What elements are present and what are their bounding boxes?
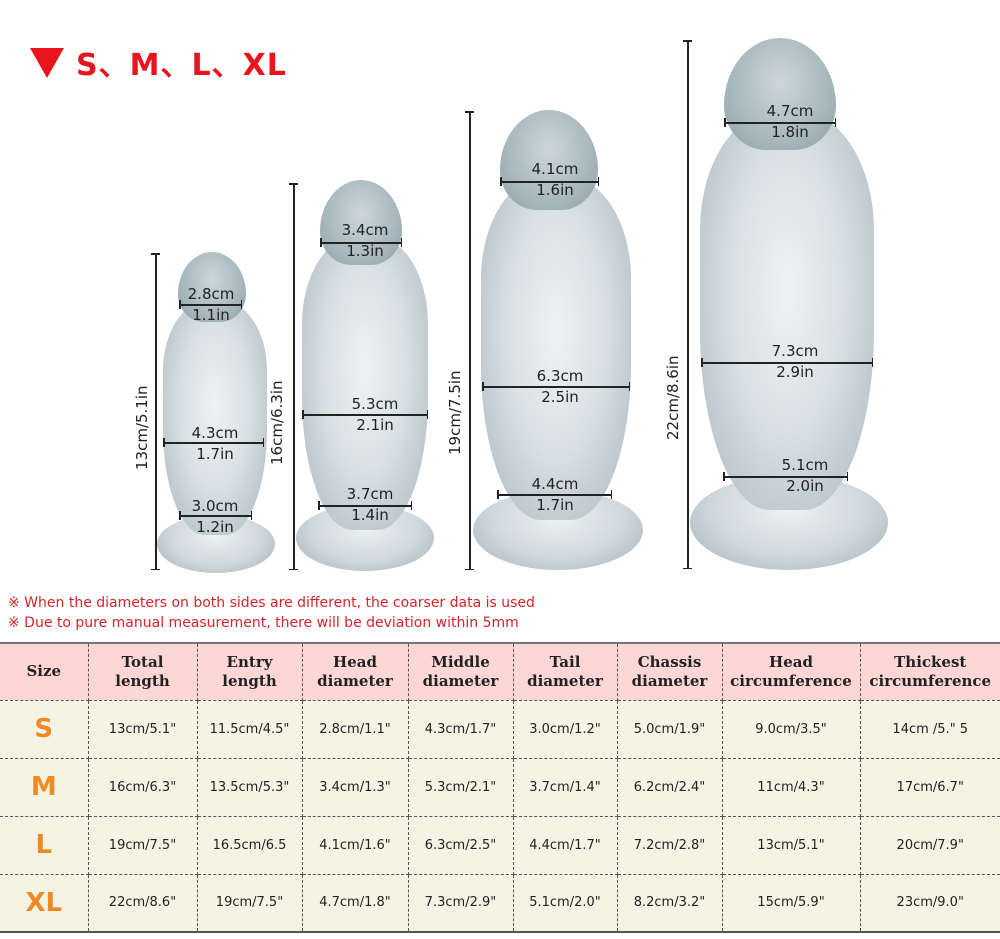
tail-diameter-cell: 4.4cm/1.7"	[513, 816, 618, 875]
middle-diameter-cell: 5.3cm/2.1"	[408, 758, 514, 817]
header-size: Size	[0, 643, 89, 701]
head-diameter-line	[320, 239, 402, 246]
chassis-diameter-cell: 6.2cm/2.4"	[617, 758, 723, 817]
middle-diameter-line	[302, 411, 428, 418]
table-row: S 13cm/5.1" 11.5cm/4.5" 2.8cm/1.1" 4.3cm…	[0, 700, 1000, 759]
tail-diameter-cell: 3.0cm/1.2"	[513, 700, 618, 759]
head-diameter-line	[724, 119, 836, 126]
product-body	[481, 175, 631, 520]
total-length-cell: 13cm/5.1"	[88, 700, 198, 759]
total-length-cell: 22cm/8.6"	[88, 874, 198, 933]
total-length-cell: 19cm/7.5"	[88, 816, 198, 875]
total-length-line	[684, 40, 691, 569]
size-title-text: S、M、L、XL	[76, 48, 287, 83]
chassis-diameter-cell: 5.0cm/1.9"	[617, 700, 723, 759]
head-circumference-cell: 11cm/4.3"	[722, 758, 861, 817]
table-row: L 19cm/7.5" 16.5cm/6.5 4.1cm/1.6" 6.3cm/…	[0, 816, 1000, 875]
product-head	[178, 252, 246, 322]
product-body	[302, 235, 428, 530]
entry-length-cell: 19cm/7.5"	[197, 874, 303, 933]
thickest-circumference-cell: 20cm/7.9"	[860, 816, 1000, 875]
total-length-label: 16cm/6.3in	[268, 380, 286, 465]
product-body	[163, 300, 267, 535]
total-length-line	[290, 183, 297, 570]
total-length-cell: 16cm/6.3"	[88, 758, 198, 817]
thickest-circumference-cell: 17cm/6.7"	[860, 758, 1000, 817]
middle-diameter-line	[701, 359, 873, 366]
total-length-label: 19cm/7.5in	[446, 370, 464, 455]
measurement-notes: ※ When the diameters on both sides are d…	[8, 593, 535, 633]
middle-diameter-line	[163, 439, 264, 446]
size-cell: XL	[0, 874, 89, 933]
product-head	[724, 38, 836, 150]
table-row: M 16cm/6.3" 13.5cm/5.3" 3.4cm/1.3" 5.3cm…	[0, 758, 1000, 817]
entry-length-cell: 11.5cm/4.5"	[197, 700, 303, 759]
size-cell: S	[0, 700, 89, 759]
middle-diameter-cell: 7.3cm/2.9"	[408, 874, 514, 933]
tail-diameter-cell: 5.1cm/2.0"	[513, 874, 618, 933]
tail-diameter-line	[497, 491, 612, 498]
chassis-diameter-cell: 8.2cm/3.2"	[617, 874, 723, 933]
thickest-circumference-cell: 14cm /5." 5	[860, 700, 1000, 759]
size-title: S、M、L、XL	[30, 42, 287, 83]
product-body	[700, 110, 874, 510]
head-circumference-cell: 9.0cm/3.5"	[722, 700, 861, 759]
chassis-diameter-cell: 7.2cm/2.8"	[617, 816, 723, 875]
total-length-line	[466, 111, 473, 570]
head-diameter-cell: 2.8cm/1.1"	[302, 700, 409, 759]
tail-diameter-line	[318, 502, 412, 509]
note-coarser-data: ※ When the diameters on both sides are d…	[8, 595, 535, 611]
red-down-triangle-icon	[30, 48, 64, 78]
head-circumference-cell: 13cm/5.1"	[722, 816, 861, 875]
product-head	[500, 110, 598, 210]
size-cell: M	[0, 758, 89, 817]
product-head	[320, 180, 402, 265]
middle-diameter-cell: 4.3cm/1.7"	[408, 700, 514, 759]
middle-diameter-line	[482, 383, 630, 390]
tail-diameter-line	[723, 473, 848, 480]
total-length-line	[152, 253, 159, 570]
entry-length-cell: 13.5cm/5.3"	[197, 758, 303, 817]
total-length-label: 22cm/8.6in	[664, 355, 682, 440]
total-length-label: 13cm/5.1in	[133, 385, 151, 470]
head-diameter-line	[500, 178, 599, 185]
thickest-circumference-cell: 23cm/9.0"	[860, 874, 1000, 933]
entry-length-cell: 16.5cm/6.5	[197, 816, 303, 875]
tail-diameter-cell: 3.7cm/1.4"	[513, 758, 618, 817]
tail-diameter-line	[179, 512, 252, 519]
head-diameter-line	[179, 301, 242, 308]
head-diameter-cell: 4.1cm/1.6"	[302, 816, 409, 875]
middle-diameter-cell: 6.3cm/2.5"	[408, 816, 514, 875]
head-diameter-cell: 4.7cm/1.8"	[302, 874, 409, 933]
head-circumference-cell: 15cm/5.9"	[722, 874, 861, 933]
head-diameter-cell: 3.4cm/1.3"	[302, 758, 409, 817]
table-row: XL 22cm/8.6" 19cm/7.5" 4.7cm/1.8" 7.3cm/…	[0, 874, 1000, 933]
size-cell: L	[0, 816, 89, 875]
note-deviation: ※ Due to pure manual measurement, there …	[8, 615, 519, 631]
